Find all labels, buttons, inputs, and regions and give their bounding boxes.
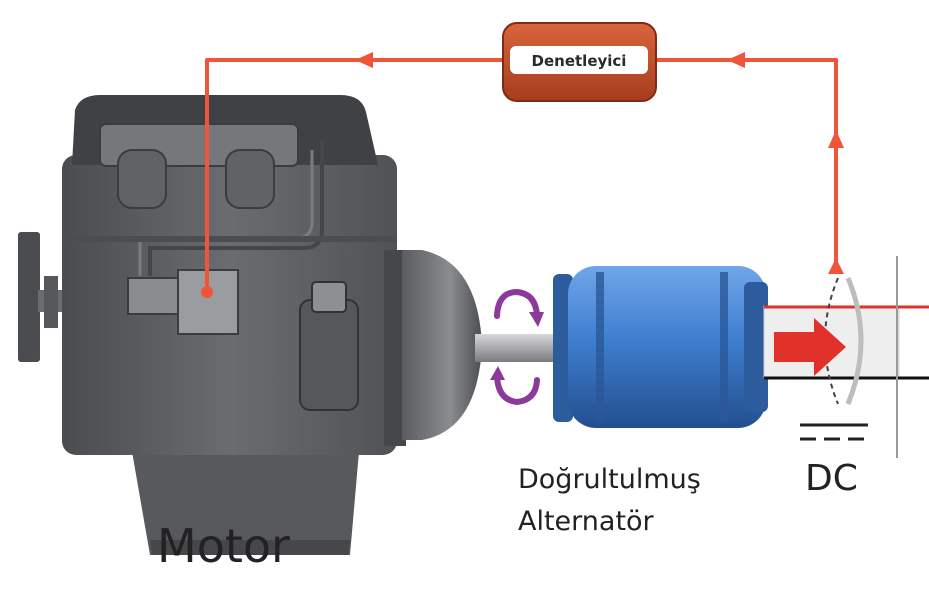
controller-label-panel bbox=[510, 46, 648, 74]
rotation-arrow-top-icon bbox=[494, 288, 540, 319]
dc-label: DC bbox=[805, 458, 858, 499]
controller-label: Denetleyici bbox=[532, 52, 627, 70]
engine-oil-filter bbox=[299, 299, 359, 411]
engine bbox=[18, 95, 482, 555]
current-arrow-icon bbox=[774, 332, 816, 362]
alternator-body bbox=[568, 266, 766, 428]
arrow-up-icon bbox=[828, 130, 844, 148]
engine-pulley bbox=[18, 232, 40, 362]
feedback-loop bbox=[205, 58, 838, 290]
alternator-label-line1: Doğrultulmuş bbox=[518, 464, 701, 495]
alternator bbox=[553, 266, 768, 428]
alternator-label-line2: Alternatör bbox=[518, 506, 655, 537]
controller: Denetleyici bbox=[502, 22, 657, 102]
engine-sensor-box bbox=[127, 277, 184, 315]
engine-pulley-plate bbox=[44, 276, 58, 328]
rotation-arrow-bottom-icon bbox=[494, 373, 540, 406]
dc-output bbox=[763, 256, 929, 458]
arrow-to-engine-icon bbox=[355, 52, 373, 68]
feedback-line-right bbox=[655, 58, 838, 272]
engine-bell-housing bbox=[402, 250, 482, 440]
feedback-line-left bbox=[205, 58, 505, 290]
feedback-terminal-dot bbox=[201, 286, 213, 298]
arrow-to-controller-icon bbox=[727, 52, 745, 68]
motor-label: Motor bbox=[157, 519, 290, 573]
engine-sump bbox=[130, 440, 360, 555]
rotation-arrows bbox=[494, 288, 540, 406]
